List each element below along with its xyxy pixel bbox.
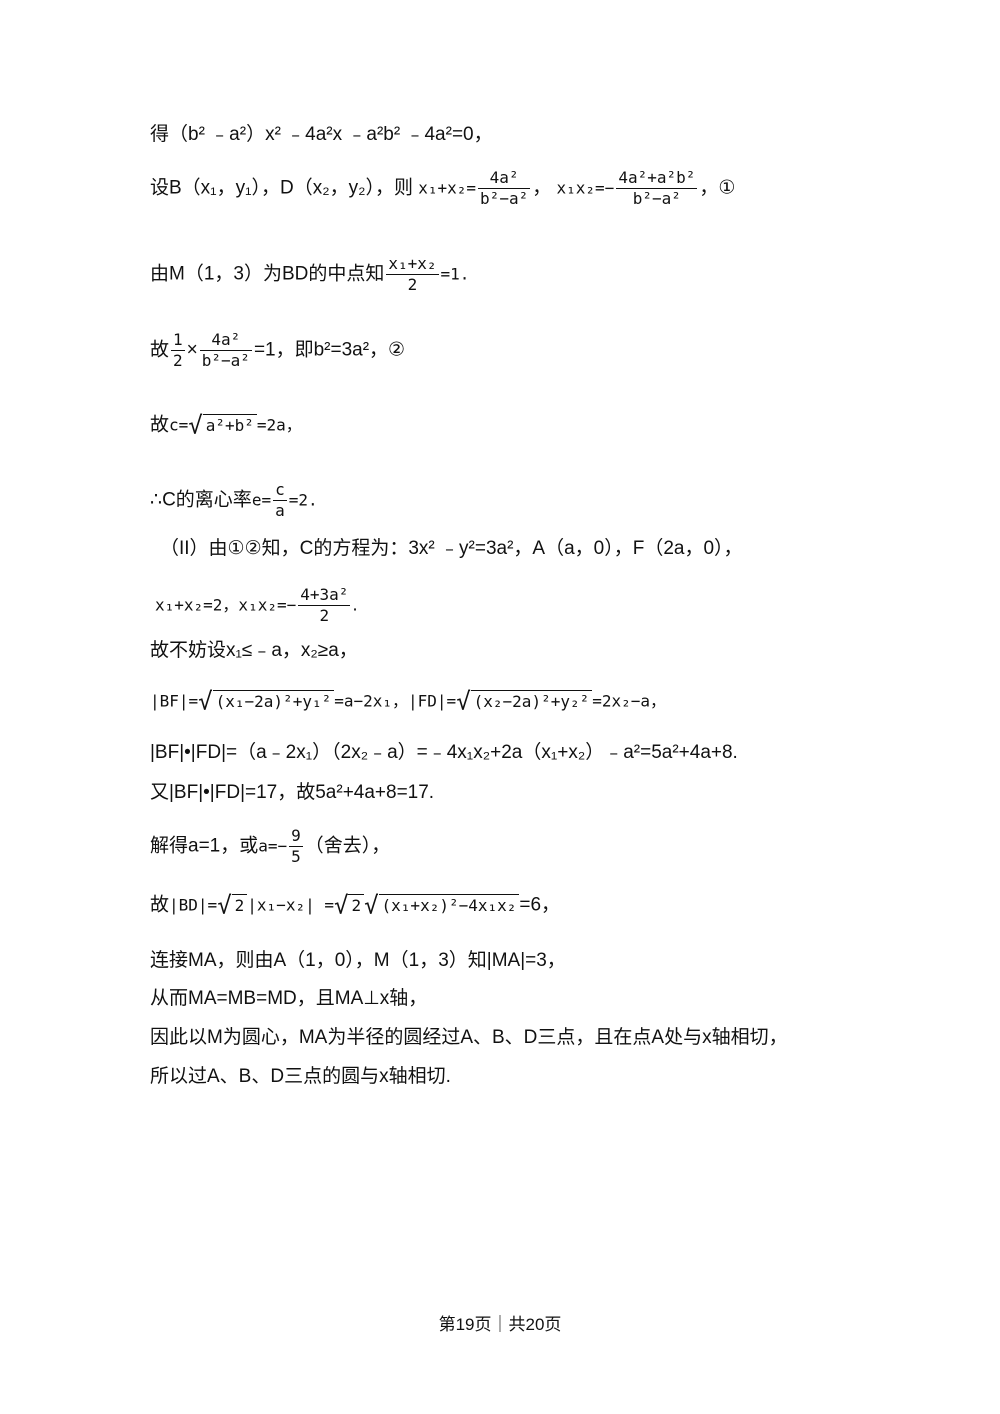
line-13-end: （舍去）， — [304, 835, 391, 857]
line-12: 又|BF|•|FD|=17，故5a²+4a+8=17. — [150, 782, 435, 803]
line-2-end: ，① — [699, 177, 736, 199]
line-4-text: 故 — [150, 339, 170, 361]
line-3-text: 由M（1，3）为BD的中点知 — [150, 263, 385, 285]
fd-label: =a−2x₁，|FD|= — [334, 691, 457, 711]
midpoint-denominator: 2 — [407, 275, 418, 294]
sqrt-two-radicand: 2 — [231, 894, 248, 917]
radical-icon: √ — [188, 411, 203, 440]
sqrt-discriminant-radicand: (x₁+x₂)²−4x₁x₂ — [378, 894, 520, 917]
line-6-end: =2. — [288, 490, 318, 510]
radical-icon: √ — [364, 891, 379, 920]
line-2-text: 设B（x₁，y₁），D（x₂，y₂），则 — [150, 177, 413, 199]
ratio-denominator: b²−a² — [201, 351, 250, 370]
line-5-text: 故 — [150, 414, 170, 436]
line-3-end: =1. — [440, 264, 470, 284]
line-6-text: ∴C的离心率 — [150, 489, 252, 511]
midpoint-numerator: x₁+x₂ — [386, 254, 439, 275]
line-11: |BF|•|FD|=（a﹣2x₁）（2x₂﹣a）=﹣4x₁x₂+2a（x₁+x₂… — [150, 742, 738, 763]
half-denominator: 2 — [173, 351, 183, 370]
line-13-numerator: 9 — [289, 826, 303, 847]
sqrt-bf-radicand: (x₁−2a)²+y₁² — [212, 690, 335, 713]
page-footer: 第19页｜共20页 — [438, 1315, 562, 1334]
line-8-text: x₁+x₂=2，x₁x₂=− — [155, 595, 297, 615]
line-8-numerator: 4+3a² — [298, 585, 351, 606]
sqrt-discriminant: √(x₁+x₂)²−4x₁x₂ — [364, 891, 520, 920]
times-sign: × — [186, 339, 198, 361]
line-8-denominator: 2 — [319, 606, 330, 625]
comma: ， — [532, 177, 552, 199]
sqrt-fd-radicand: (x₂−2a)²+y₂² — [470, 690, 593, 713]
line-5: 故c=√a²+b²=2a， — [150, 412, 302, 439]
line-10-end: =2x₂−a， — [592, 691, 667, 711]
eccentricity-denominator: a — [275, 501, 285, 520]
ratio-numerator: 4a² — [199, 330, 252, 351]
radical-icon: √ — [456, 687, 471, 716]
bd-abs: |x₁−x₂| = — [247, 895, 334, 915]
line-14-text: 故 — [150, 894, 170, 916]
sqrt-two-second-radicand: 2 — [348, 894, 365, 917]
line-4-end: =1，即b²=3a²，② — [253, 339, 406, 361]
product-label: x₁x₂=− — [556, 178, 615, 198]
product-numerator: 4a²+a²b² — [616, 168, 698, 189]
radical-icon: √ — [333, 891, 349, 920]
a-label: a=− — [258, 836, 288, 856]
c-label: c= — [169, 415, 189, 435]
e-label: e= — [251, 490, 272, 510]
bf-label: |BF|= — [150, 691, 199, 711]
line-8-end: . — [352, 594, 358, 616]
line-10: |BF|=√(x₁−2a)²+y₁²=a−2x₁，|FD|=√(x₂−2a)²+… — [150, 688, 666, 715]
sqrt-two-second: √2 — [333, 891, 365, 920]
line-15: 连接MA，则由A（1，0），M（1，3）知|MA|=3， — [150, 950, 566, 971]
line-1: 得（b² ﹣a²）x² ﹣4a²x ﹣a²b² ﹣4a²=0， — [150, 124, 493, 145]
sum-label: x₁+x₂= — [418, 178, 477, 198]
sqrt-c: √a²+b² — [188, 412, 257, 439]
half-numerator: 1 — [171, 330, 185, 351]
line-17: 因此以M为圆心，MA为半径的圆经过A、B、D三点，且在点A处与x轴相切， — [150, 1027, 788, 1048]
line-18: 所以过A、B、D三点的圆与x轴相切. — [150, 1066, 451, 1087]
line-7: （II）由①②知，C的方程为：3x² ﹣y²=3a²，A（a，0），F（2a，0… — [160, 538, 743, 559]
line-9: 故不妨设x₁≤﹣a，x₂≥a， — [150, 640, 358, 661]
sqrt-bf: √(x₁−2a)²+y₁² — [198, 687, 335, 716]
line-13-denominator: 5 — [291, 847, 301, 866]
sum-denominator: b²−a² — [480, 189, 529, 208]
line-14-end: =6， — [519, 894, 561, 916]
sum-numerator: 4a² — [478, 168, 531, 189]
line-16: 从而MA=MB=MD，且MA⊥x轴， — [150, 988, 428, 1009]
radical-icon: √ — [217, 891, 232, 920]
sqrt-c-radicand: a²+b² — [202, 414, 257, 437]
line-5-end: =2a， — [256, 415, 302, 435]
bd-label: |BD|= — [169, 895, 218, 915]
eccentricity-numerator: c — [273, 480, 287, 501]
line-13-text: 解得a=1，或 — [150, 835, 259, 857]
sqrt-fd: √(x₂−2a)²+y₂² — [456, 687, 593, 716]
line-14: 故|BD|=√2|x₁−x₂| =√2√(x₁+x₂)²−4x₁x₂=6， — [150, 892, 560, 919]
product-denominator: b²−a² — [632, 189, 681, 208]
sqrt-two: √2 — [217, 891, 248, 920]
radical-icon: √ — [198, 687, 213, 716]
